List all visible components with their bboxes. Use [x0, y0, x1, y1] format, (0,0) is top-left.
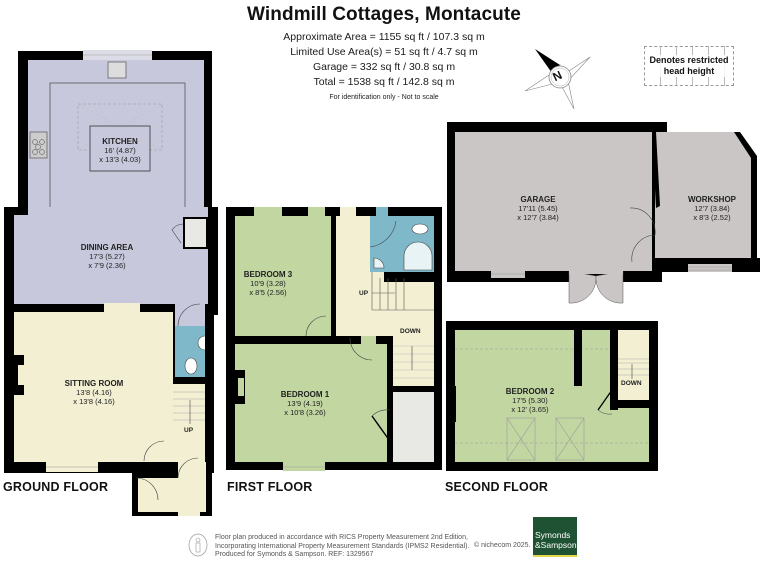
- footer-disclaimer: Floor plan produced in accordance with R…: [215, 534, 470, 558]
- total-area: Total = 1538 sq ft / 142.8 sq m: [313, 76, 455, 88]
- compass-icon: [524, 49, 591, 110]
- second-floor-label: SECOND FLOOR: [445, 480, 549, 494]
- first-stairs-up-label: UP: [359, 290, 369, 297]
- person-icon: [188, 533, 208, 557]
- ground-stairs-up-label: UP: [184, 427, 194, 434]
- limited-use-area: Limited Use Area(s) = 51 sq ft / 4.7 sq …: [290, 46, 478, 58]
- page-title: Windmill Cottages, Montacute: [247, 4, 521, 25]
- basin-icon: [197, 335, 206, 351]
- first-floor-plan: [226, 207, 442, 471]
- first-stairs-down-label: DOWN: [400, 328, 421, 335]
- restricted-height-legend: Denotes restricted head height: [644, 46, 734, 86]
- shower-icon: [403, 241, 433, 271]
- room-workshop: WORKSHOP 12'7 (3.84) x 8'3 (2.52): [688, 195, 736, 222]
- scale-note: For identification only - Not to scale: [329, 94, 439, 101]
- outbuilding-plan: [447, 122, 760, 304]
- restricted-height-text: Denotes restricted head height: [645, 55, 733, 77]
- toilet-icon: [184, 357, 198, 375]
- room-bedroom-3: BEDROOM 3 10'9 (3.28) x 8'5 (2.56): [243, 270, 293, 297]
- room-dining-area: DINING AREA 17'3 (5.27) x 7'9 (2.36): [80, 243, 134, 270]
- symonds-sampson-logo: Symonds &Sampson: [533, 517, 577, 557]
- garage-area: Garage = 332 sq ft / 30.8 sq m: [312, 61, 456, 73]
- basin-icon: [373, 257, 385, 269]
- ground-floor-label: GROUND FLOOR: [3, 480, 109, 494]
- second-floor-plan: [446, 321, 658, 471]
- second-stairs-down-label: DOWN: [621, 380, 642, 387]
- first-floor-label: FIRST FLOOR: [227, 480, 313, 494]
- footer-copyright: © nichecom 2025.: [474, 542, 531, 549]
- toilet-icon: [411, 223, 429, 235]
- approx-area: Approximate Area = 1155 sq ft / 107.3 sq…: [283, 31, 485, 43]
- ground-floor-plan: [4, 50, 218, 516]
- room-kitchen: KITCHEN 16' (4.87) x 13'3 (4.03): [99, 137, 141, 164]
- room-sitting-room: SITTING ROOM 13'8 (4.16) x 13'8 (4.16): [64, 379, 124, 406]
- room-bedroom-2: BEDROOM 2 17'5 (5.30) x 12' (3.65): [505, 387, 555, 414]
- sink-icon: [107, 61, 127, 79]
- room-bedroom-1: BEDROOM 1 13'9 (4.19) x 10'8 (3.26): [280, 390, 330, 417]
- hob-icon: [29, 131, 48, 159]
- room-garage: GARAGE 17'11 (5.45) x 12'7 (3.84): [517, 195, 559, 222]
